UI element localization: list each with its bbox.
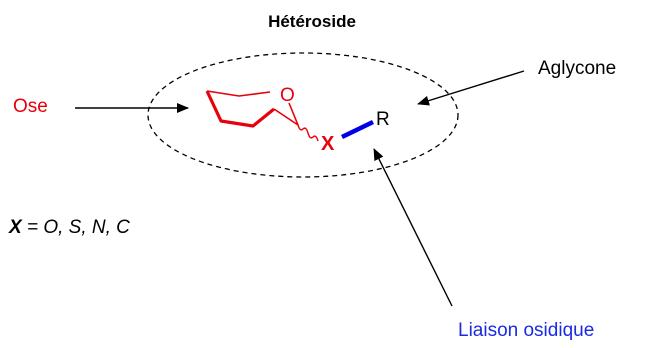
ring-back-edge [206,90,271,97]
liaison-osidique-label: Liaison osidique [458,320,594,341]
ose-label: Ose [13,96,48,117]
r-group-atom: R [376,109,390,130]
anomeric-wavy-bond [297,124,319,142]
x-definition-values: = O, S, N, C [22,217,130,238]
diagram-title: Hétéroside [268,12,356,31]
aglycone-arrow [417,70,525,106]
heteroatom-x: X [321,133,335,155]
heteroside-enclosure [147,52,459,178]
ring-oxygen-atom: O [280,85,295,106]
liaison-arrow [373,148,453,307]
x-definition-symbol: X [8,217,23,238]
ring-c2-c1-bond [273,108,299,126]
glycosidic-bond [341,119,374,140]
aglycone-label: Aglycone [538,58,616,79]
sugar-ring: O [205,85,319,142]
ring-o-c1-bond [288,102,299,126]
x-definition: X = O, S, N, C [8,217,130,238]
ring-bold-edge [205,90,276,128]
